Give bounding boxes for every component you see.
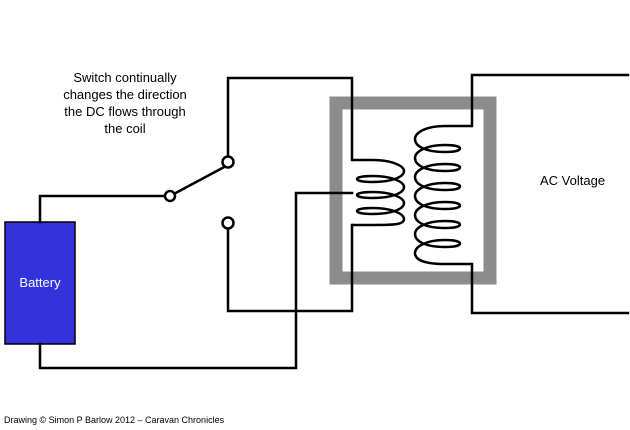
switch-pivot [163, 189, 177, 203]
wire-output-top [470, 73, 630, 128]
switch-contact-upper [221, 155, 235, 169]
wire-battery-to-switch [38, 194, 172, 224]
secondary-coil [413, 124, 472, 266]
primary-coil [352, 158, 406, 227]
battery [4, 221, 76, 345]
ac-voltage-label: AC Voltage [540, 173, 606, 188]
annotation-line: the coil [104, 121, 146, 136]
switch-contact-lower [221, 216, 235, 230]
transformer-core [329, 96, 497, 285]
annotation-line: Switch continually [73, 70, 177, 85]
wire-battery-return [38, 191, 354, 370]
credit-text: Drawing © Simon P Barlow 2012 – Caravan … [4, 415, 225, 425]
battery-label: Battery [19, 275, 61, 290]
switch-annotation: Switch continually changes the direction… [40, 69, 210, 137]
wire-lower-contact [226, 221, 354, 313]
wire-upper-contact [226, 76, 354, 164]
annotation-line: changes the direction [63, 87, 187, 102]
switch-lever [168, 163, 230, 198]
annotation-line: the DC flows through [64, 104, 186, 119]
wire-output-bottom [470, 262, 630, 315]
